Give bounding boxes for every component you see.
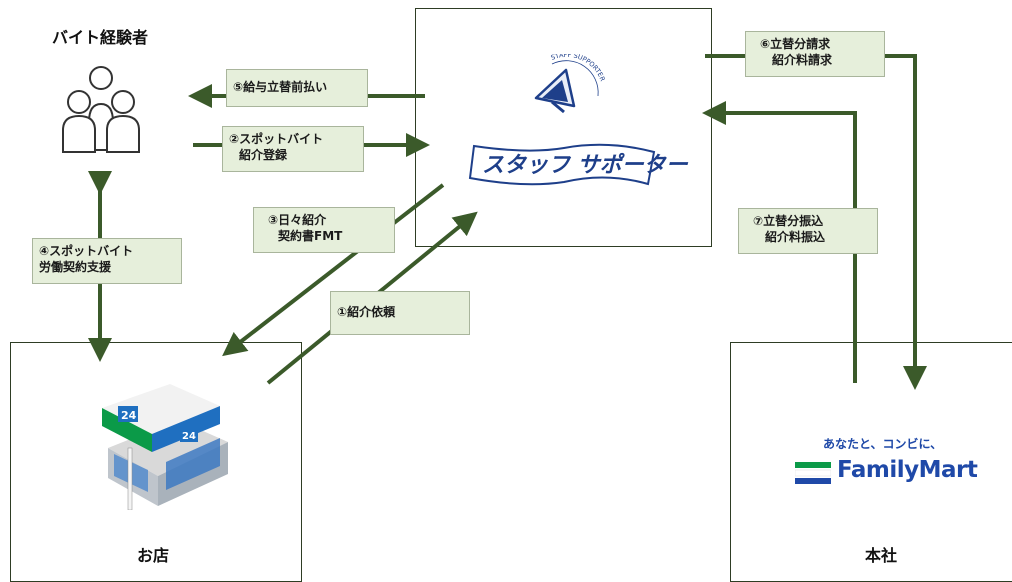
svg-text:24: 24 bbox=[182, 431, 196, 442]
familymart-name: FamilyMart bbox=[837, 457, 978, 483]
flow-label-6: ⑥立替分請求 紹介料請求 bbox=[745, 31, 885, 77]
staff-supporter-logo-text: スタッフ サポーター bbox=[482, 153, 688, 178]
hq-title: 本社 bbox=[865, 546, 898, 565]
arrow-flow-7 bbox=[702, 101, 857, 383]
svg-text:24: 24 bbox=[121, 409, 137, 422]
flow-label-4: ④スポットバイト 労働契約支援 bbox=[32, 238, 182, 284]
familymart-tagline: あなたと、コンビに、 bbox=[823, 437, 943, 451]
convenience-store-icon: 24 24 bbox=[102, 384, 228, 510]
flow-label-7: ⑦立替分振込 紹介料振込 bbox=[738, 208, 878, 254]
flow-label-3: ③日々紹介 契約書FMT bbox=[253, 207, 395, 253]
flow-label-5: ⑤給与立替前払い bbox=[226, 69, 368, 107]
familymart-stripe-icon bbox=[795, 462, 831, 484]
familymart-logo: あなたと、コンビに、 FamilyMart bbox=[795, 435, 985, 495]
staff-supporter-banner bbox=[468, 143, 656, 186]
staff-supporter-box bbox=[415, 8, 712, 247]
arrow-flow-3 bbox=[222, 183, 445, 357]
people-icon bbox=[62, 66, 140, 153]
flow-label-2: ②スポットバイト 紹介登録 bbox=[222, 126, 364, 172]
shop-title: お店 bbox=[137, 546, 170, 565]
hq-box bbox=[730, 342, 1012, 582]
flow-label-1: ①紹介依頼 bbox=[330, 291, 470, 335]
staff-supporter-megaphone-icon: STAFF SUPPORTER bbox=[534, 54, 607, 114]
worker-title: バイト経験者 bbox=[52, 28, 149, 47]
